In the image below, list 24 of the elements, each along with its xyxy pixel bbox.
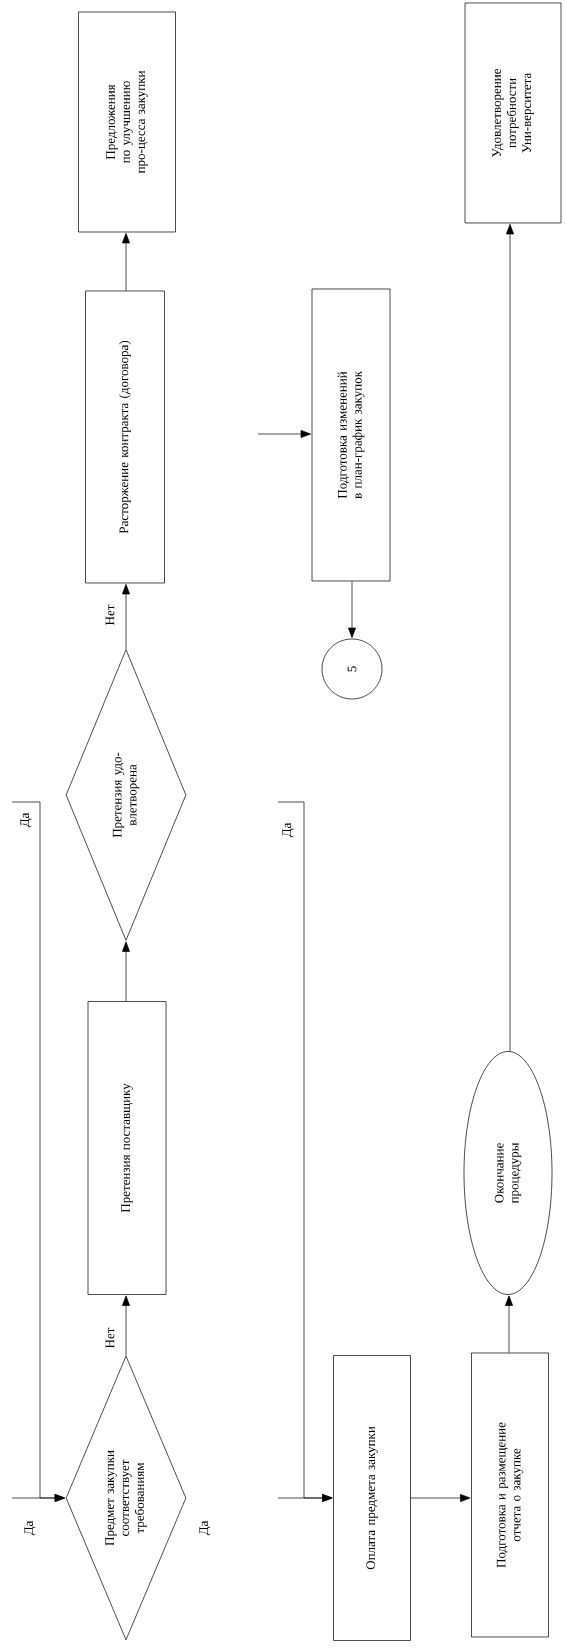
process-box: Расторжение контракта (договора) (85, 290, 165, 584)
edge-label: Нет (104, 603, 116, 627)
edge-label: Да (281, 821, 295, 839)
arrow (11, 1494, 65, 1502)
arrow (122, 584, 130, 650)
edge-label: Нет (104, 1326, 116, 1350)
arrow (506, 224, 514, 1052)
process-box: Претензия поставщику (87, 1001, 167, 1295)
arrow (410, 1494, 471, 1502)
process-box: Подготовка изменений в план-график закупок (311, 288, 391, 582)
branch-label: Да (199, 1520, 211, 1536)
edge-label: Да (23, 1519, 37, 1537)
arrow (122, 1295, 130, 1356)
arrow (348, 581, 356, 638)
process-box: Удовлетворение потребности Уни-верситета (464, 2, 562, 224)
process-box: Оплата предмета закупки (333, 1355, 411, 1641)
arrow (122, 941, 130, 1002)
process-box: Подготовка и размещение отчета о закупке (471, 1352, 549, 1638)
arrow (505, 1295, 513, 1353)
edge-label: Да (19, 811, 33, 829)
arrow (257, 430, 311, 438)
process-box: Предложения по улучшению про-цесса закупки (78, 11, 176, 233)
arrow (277, 1494, 333, 1502)
arrow (122, 233, 130, 291)
